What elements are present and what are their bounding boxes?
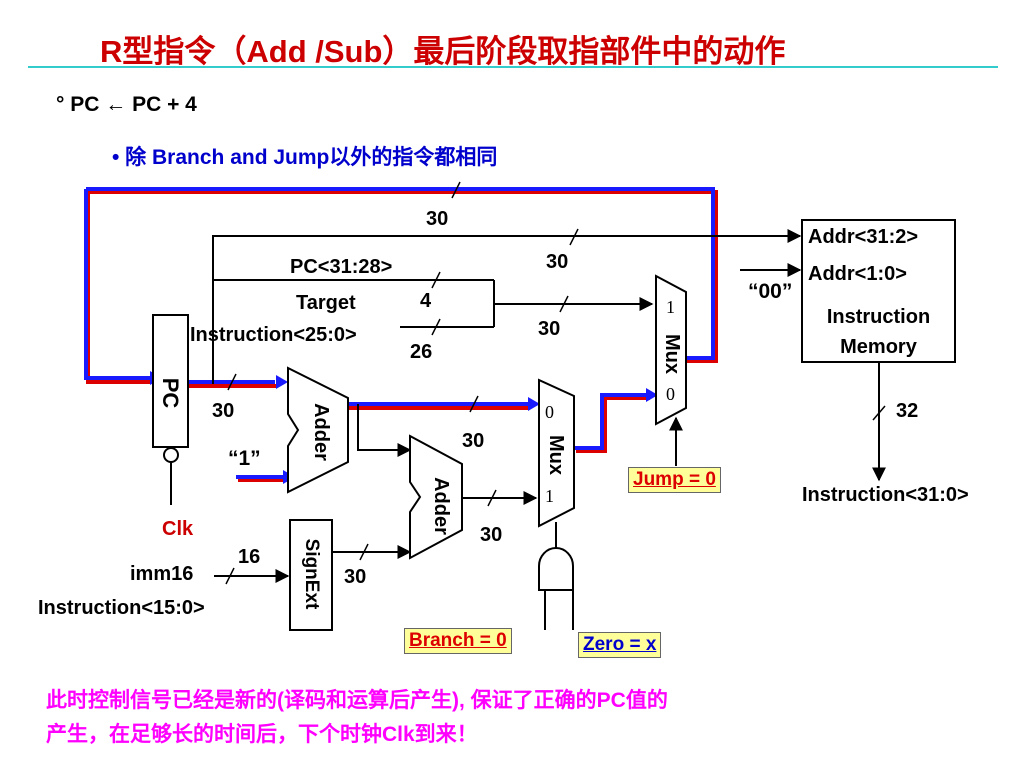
width-16: 16 <box>238 546 261 568</box>
mux-1-input-0: 0 <box>545 402 554 422</box>
pc-label: PC <box>158 377 183 409</box>
width-30-d: 30 <box>480 524 503 546</box>
width-32: 32 <box>896 400 919 422</box>
mux-1-label: Mux <box>545 435 567 475</box>
wires <box>170 229 886 630</box>
and-gate <box>538 547 574 591</box>
width-30-c: 30 <box>462 430 485 452</box>
adder-1-label: Adder <box>310 403 332 461</box>
branch-control-box: Branch = 0 <box>404 628 512 654</box>
const-00-label: “00” <box>748 280 793 303</box>
slide-title: R型指令（Add /Sub）最后阶段取指部件中的动作 <box>100 34 786 69</box>
mux-1-input-1: 1 <box>545 486 554 506</box>
width-30-pc: 30 <box>212 400 235 422</box>
width-30-b: 30 <box>538 318 561 340</box>
zero-control-box: Zero = x <box>578 632 662 658</box>
pc-31-28-label: PC<31:28> <box>290 256 393 278</box>
title-rule <box>28 66 998 68</box>
instruction-15-0-label: Instruction<15:0> <box>38 597 205 619</box>
target-instruction-label: Instruction<25:0> <box>190 324 357 346</box>
bullet-pc-update: ° PC ← PC + 4 <box>56 93 197 116</box>
instruction-memory <box>801 219 956 363</box>
target-label: Target <box>296 292 356 314</box>
mux-2 <box>655 274 687 426</box>
width-30-a: 30 <box>546 251 569 273</box>
clk-bubble <box>163 447 179 463</box>
mux-2-input-1: 1 <box>666 297 675 317</box>
addr-1-0-label: Addr<1:0> <box>808 263 907 285</box>
mux-1 <box>538 378 575 528</box>
width-26: 26 <box>410 341 433 363</box>
instruction-31-0-label: Instruction<31:0> <box>802 484 969 506</box>
active-path <box>84 187 715 479</box>
adder-2 <box>409 434 463 560</box>
imm16-label: imm16 <box>130 563 194 585</box>
signext-label: SignExt <box>301 538 322 610</box>
mux-2-input-0: 0 <box>666 384 675 404</box>
footnote-line-1: 此时控制信号已经是新的(译码和运算后产生), 保证了正确的PC值的 <box>46 689 668 712</box>
pc-register <box>152 314 189 448</box>
signext-box <box>289 519 333 631</box>
jump-control-box: Jump = 0 <box>628 467 721 493</box>
mux-2-label: Mux <box>661 334 683 374</box>
bus-slashes <box>225 181 886 585</box>
bullet-sub-note: • 除 Branch and Jump以外的指令都相同 <box>112 146 498 169</box>
adder-1 <box>287 366 349 494</box>
imem-title-line2: Memory <box>840 336 917 358</box>
addr-31-2-label: Addr<31:2> <box>808 226 919 248</box>
width-30-top: 30 <box>426 208 449 230</box>
imem-title-line1: Instruction <box>826 306 931 328</box>
footnote-line-2: 产生，在足够长的时间后，下个时钟Clk到来！ <box>46 723 478 746</box>
adder-2-label: Adder <box>430 477 452 535</box>
const-one-label: “1” <box>228 447 261 470</box>
width-4: 4 <box>420 290 432 312</box>
clk-label: Clk <box>162 518 194 540</box>
width-30-e: 30 <box>344 566 367 588</box>
